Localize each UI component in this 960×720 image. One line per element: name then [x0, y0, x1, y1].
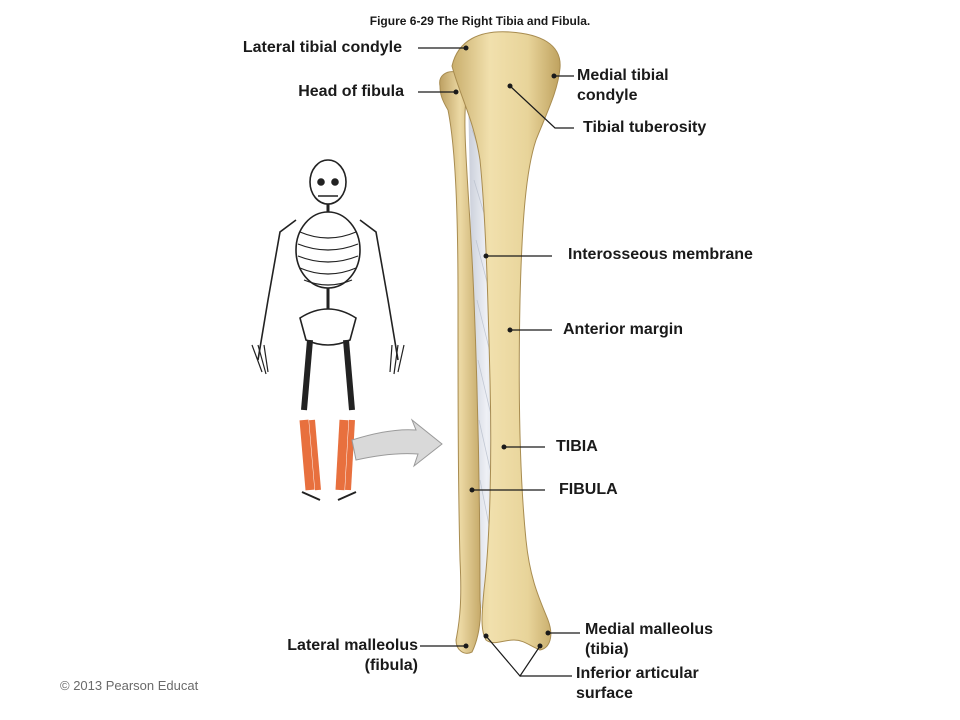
label-fibula: FIBULA: [559, 481, 618, 498]
right-leg-highlight: [299, 419, 315, 491]
label-lateral-tibial-condyle: Lateral tibial condyle: [242, 39, 402, 56]
right-arm: [257, 219, 297, 361]
label-medial-malleolus-line2: (tibia): [585, 641, 629, 658]
left-leg-highlight: [335, 419, 349, 491]
right-femur: [301, 339, 313, 411]
label-medial-tibial-condyle-line2: condyle: [577, 87, 638, 104]
label-medial-malleolus-line1: Medial malleolus: [585, 621, 714, 638]
pelvis: [299, 308, 357, 346]
leader-lines: [418, 47, 580, 677]
left-femur: [343, 339, 355, 411]
label-interosseous-membrane: Interosseous membrane: [568, 246, 753, 263]
label-inferior-articular-line1: Inferior articular: [576, 665, 699, 682]
fibula-bone: [439, 71, 481, 654]
skeleton-figure: [251, 159, 405, 501]
label-medial-tibial-condyle-line1: Medial tibial: [577, 67, 669, 84]
label-tibia: TIBIA: [556, 438, 598, 455]
figure-title: Figure 6-29 The Right Tibia and Fibula.: [369, 14, 591, 28]
tibia-bone: [451, 31, 561, 651]
copyright-text: © 2013 Pearson Educat: [60, 678, 199, 693]
label-tibial-tuberosity: Tibial tuberosity: [583, 119, 707, 136]
label-inferior-articular-line2: surface: [576, 685, 633, 702]
label-anterior-margin: Anterior margin: [563, 321, 684, 338]
pointer-arrow: [351, 418, 443, 468]
label-head-of-fibula: Head of fibula: [298, 83, 404, 100]
label-lateral-malleolus-line1: Lateral malleolus: [287, 637, 418, 654]
left-arm: [359, 219, 399, 361]
label-lateral-malleolus-line2: (fibula): [364, 657, 418, 674]
leader-dots: [453, 45, 557, 649]
skull: [309, 159, 347, 205]
